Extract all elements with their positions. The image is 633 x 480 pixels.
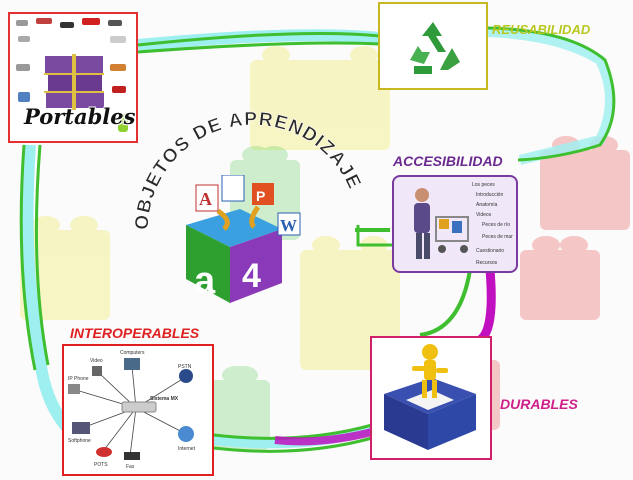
device-label-video: Video: [90, 358, 103, 364]
folder-item: Introducción: [476, 192, 504, 198]
block-builder-image: [384, 344, 476, 450]
portables-card: Portables: [8, 12, 138, 143]
accesibilidad-card: Los peces Introducción Anatomía Videos P…: [392, 175, 518, 273]
reusabilidad-label: REUSABILIDAD: [492, 22, 591, 37]
title-arc: OBJETOS DE APRENDIZAJE: [131, 109, 364, 231]
bg-block-red-3: [520, 236, 600, 320]
folder-item: Los peces: [472, 182, 495, 188]
learning-objects-cube-icon: A W P a 4: [186, 175, 301, 303]
app-letter-w: W: [280, 216, 297, 235]
network-devices-image: [68, 358, 194, 460]
device-label-pots: POTS: [94, 462, 108, 468]
bg-block-yellow-1: [250, 46, 390, 150]
folder-item: Anatomía: [476, 202, 498, 208]
folder-item: Cuestionario: [476, 248, 505, 254]
interoperables-card: Sistema MX Computers Video IP Phone PSTN…: [62, 344, 214, 476]
app-letter-a: A: [199, 189, 212, 209]
folder-item: Peces de río: [482, 222, 511, 228]
reusabilidad-card: [378, 2, 488, 90]
recycle-icon: [410, 22, 460, 74]
cube-letter-a: a: [194, 260, 216, 302]
portable-devices-image: [16, 18, 128, 132]
device-label-ip-phone: IP Phone: [68, 376, 89, 382]
app-letter-p: P: [256, 188, 265, 204]
folder-item: Recursos: [476, 260, 498, 266]
accesibilidad-label: ACCESIBILIDAD: [393, 153, 503, 169]
bg-block-red-1: [540, 136, 630, 230]
durables-card: [370, 336, 492, 460]
device-label-pstn: PSTN: [178, 364, 192, 370]
folder-item: Videos: [476, 212, 492, 218]
elderly-shopper-image: [414, 188, 469, 259]
durables-label: DURABLES: [500, 396, 578, 412]
device-label-fax: Fax: [126, 464, 135, 470]
center-device-label: Sistema MX: [150, 396, 179, 402]
portables-image-text: Portables: [24, 104, 136, 129]
device-label-computers: Computers: [120, 350, 145, 356]
device-label-softphone: Softphone: [68, 438, 91, 444]
interoperables-label: INTEROPERABLES: [70, 325, 200, 341]
folder-item: Peces de mar: [482, 234, 513, 240]
cube-letter-4: 4: [242, 257, 261, 295]
device-label-internet: Internet: [178, 446, 195, 452]
